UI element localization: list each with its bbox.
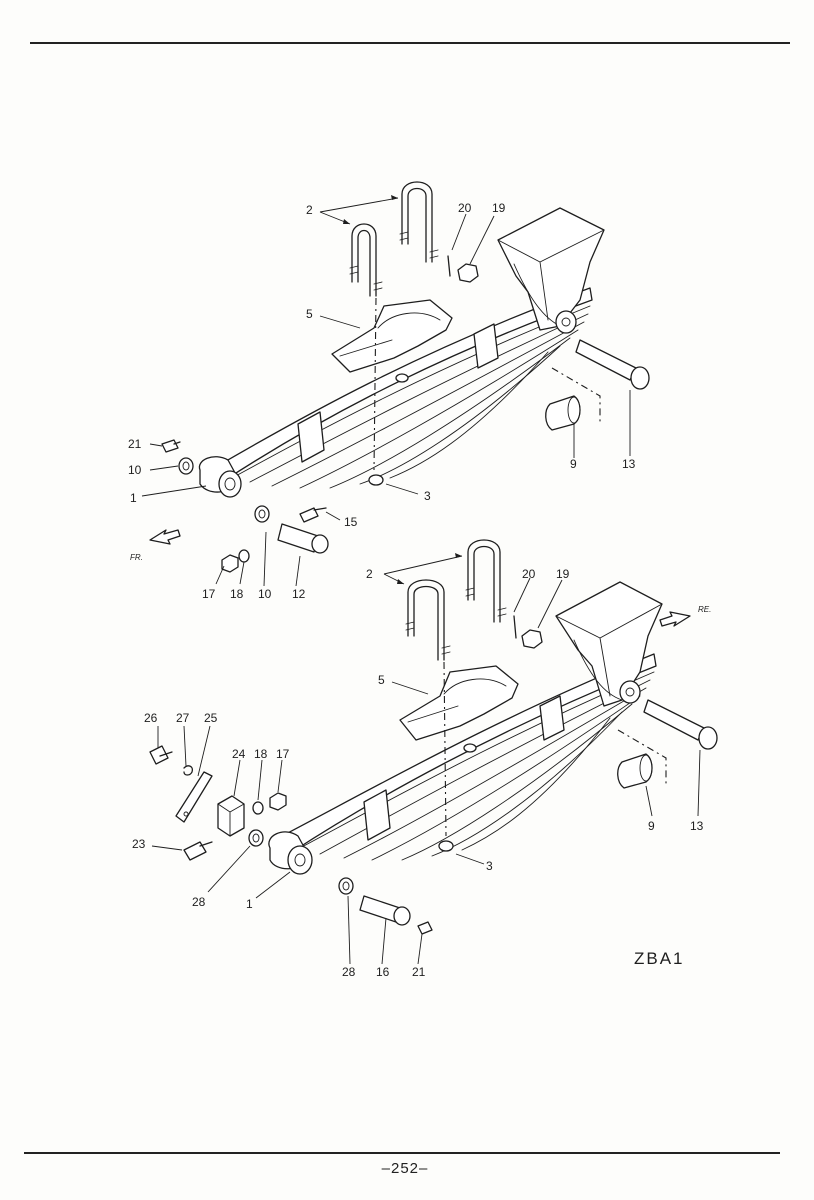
callout-lower-spring-pin: 20 [522, 567, 536, 581]
lower-leaf-spring [281, 653, 657, 861]
callout-lower-bracket-bolt: 13 [690, 819, 704, 833]
callout-upper-pad: 3 [424, 489, 431, 503]
callout-upper-bracket-bolt: 13 [622, 457, 636, 471]
callout-upper-washer-18: 18 [230, 587, 244, 601]
callout-lower-washer-18: 18 [254, 747, 268, 761]
lower-direction-label: RE. [698, 605, 711, 614]
callout-lower-grease-21: 21 [412, 965, 426, 979]
upper-bracket-bolt [575, 339, 650, 390]
callout-upper-spring-leaf: 1 [130, 491, 137, 505]
callout-lower-pad: 3 [486, 859, 493, 873]
callout-lower-plate-25: 25 [204, 711, 218, 725]
callout-lower-block-24: 24 [232, 747, 246, 761]
callout-upper-bolt-15: 15 [344, 515, 358, 529]
lower-rear-direction-arrow [659, 611, 691, 627]
callout-upper-nut-17: 17 [202, 587, 216, 601]
upper-assembly: FR. [130, 181, 650, 587]
lower-bracket-bolt [643, 699, 718, 750]
bottom-rule [24, 1152, 780, 1154]
callout-lower-seat: 5 [378, 673, 385, 687]
page-number: –252– [381, 1160, 429, 1177]
lower-pin-16 [359, 895, 411, 926]
upper-spring-seat [331, 299, 453, 373]
callout-lower-pin-16: 16 [376, 965, 390, 979]
callout-lower-collar: 9 [648, 819, 655, 833]
callout-lower-washer-28: 28 [192, 895, 206, 909]
callout-upper-washer-10b: 10 [258, 587, 272, 601]
callout-lower-u-bolt: 2 [366, 567, 373, 581]
callout-upper-washer: 10 [128, 463, 142, 477]
upper-callouts: 2 20 19 5 21 10 1 3 15 17 18 10 12 9 13 [128, 201, 636, 601]
lower-callouts: 2 20 19 5 26 27 25 24 18 17 23 28 1 3 28… [132, 567, 704, 979]
upper-shackle-pin [277, 523, 329, 554]
lower-rear-bracket [555, 581, 663, 707]
upper-front-eye [198, 456, 242, 498]
callout-lower-clip-27: 27 [176, 711, 190, 725]
callout-upper-seat: 5 [306, 307, 313, 321]
upper-leaf-spring [213, 287, 593, 489]
callout-lower-bolt-23: 23 [132, 837, 146, 851]
callout-lower-washer-28b: 28 [342, 965, 356, 979]
callout-upper-spring-pin: 20 [458, 201, 472, 215]
callout-lower-nut-17: 17 [276, 747, 290, 761]
lower-u-bolt-rear [465, 539, 507, 623]
upper-u-bolt-rear [399, 181, 439, 263]
lower-collar [617, 753, 653, 789]
callout-upper-grease: 21 [128, 437, 142, 451]
lower-u-bolt-front [405, 579, 451, 661]
callout-upper-collar: 9 [570, 457, 577, 471]
lower-spring-seat [399, 665, 519, 741]
upper-u-bolt-front [349, 223, 383, 297]
lower-assembly: RE. [149, 539, 718, 965]
upper-rear-bracket [497, 207, 605, 334]
upper-front-direction-arrow [149, 529, 181, 545]
callout-lower-nut: 19 [556, 567, 570, 581]
callout-upper-u-bolt: 2 [306, 203, 313, 217]
diagram-code: ZBA1 [634, 949, 685, 968]
callout-upper-shackle-pin: 12 [292, 587, 306, 601]
top-rule [30, 42, 790, 44]
upper-collar [545, 395, 581, 431]
callout-lower-spring-leaf: 1 [246, 897, 253, 911]
lower-front-eye [268, 831, 313, 875]
callout-upper-nut: 19 [492, 201, 506, 215]
upper-direction-label: FR. [130, 553, 143, 562]
callout-lower-bolt-26: 26 [144, 711, 158, 725]
